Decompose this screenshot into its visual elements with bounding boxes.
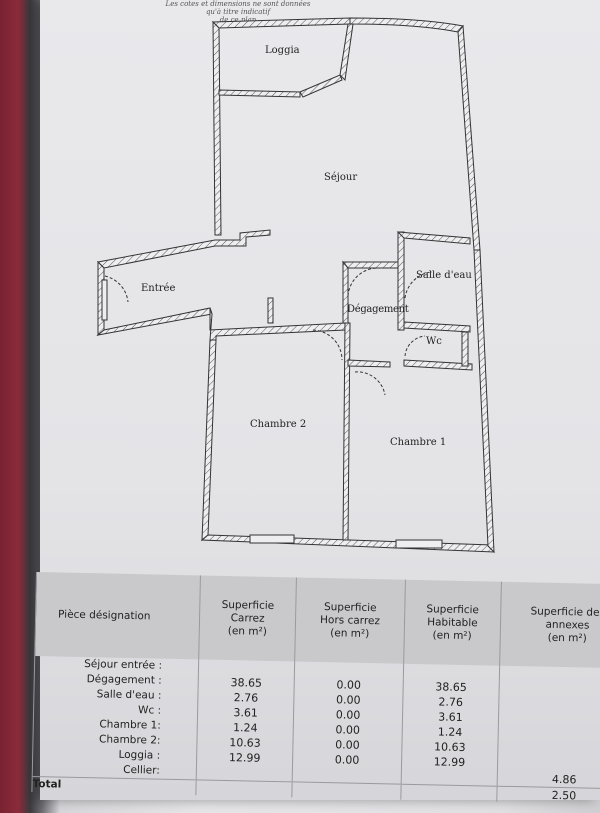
area-table: Pièce désignation Superficie Carrez (en …: [31, 572, 600, 805]
header-note-line2: de ce plan: [219, 16, 257, 24]
header-note-line1: Les cotes et dimensions ne sont données …: [165, 0, 311, 16]
total-annexes: 2.50: [496, 786, 600, 805]
room-label-chambre2: Chambre 2: [250, 419, 307, 430]
header-hors-carrez: Superficie Hors carrez (en m²): [294, 577, 406, 664]
header-habitable: Superficie Habitable (en m²): [403, 579, 502, 666]
room-label-degagement: Dégagement: [347, 304, 409, 315]
total-empty-cell: [291, 781, 401, 800]
total-empty-cell: [195, 779, 293, 798]
room-label-chambre1: Chambre 1: [390, 437, 447, 448]
room-label-sejour: Séjour: [324, 172, 358, 183]
header-hors-line3: (en m²): [330, 626, 370, 640]
header-habitable-line3: (en m²): [432, 628, 472, 642]
header-note: Les cotes et dimensions ne sont données …: [158, 0, 318, 24]
area-table-container: Pièce désignation Superficie Carrez (en …: [31, 572, 600, 812]
total-label: Total: [31, 776, 197, 796]
room-label-entree: Entrée: [141, 283, 176, 294]
header-annexes: Superficie des annexes (en m²): [499, 581, 600, 669]
area-table-header-row: Pièce désignation Superficie Carrez (en …: [34, 572, 600, 669]
header-carrez: Superficie Carrez (en m²): [198, 575, 297, 662]
floor-plan: [96, 17, 495, 554]
header-annexes-line3: (en m²): [547, 631, 587, 645]
total-empty-cell: [400, 784, 498, 802]
header-carrez-line3: (en m²): [227, 624, 268, 638]
document-page: [40, 0, 600, 800]
header-designation: Pièce désignation: [34, 572, 201, 660]
room-label-loggia: Loggia: [265, 45, 300, 56]
plan-doors: [104, 267, 433, 396]
room-label-wc: Wc: [426, 336, 442, 347]
plan-windows: [101, 279, 443, 549]
room-label-salle-eau: Salle d'eau: [416, 270, 472, 281]
